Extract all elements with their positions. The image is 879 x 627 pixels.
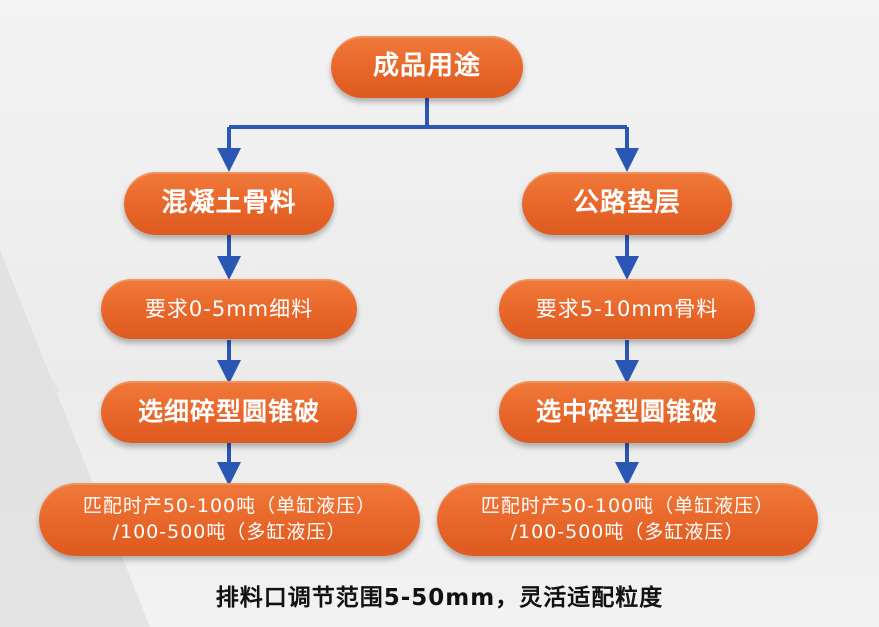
choice-node-concrete: 选细碎型圆锥破: [101, 381, 357, 443]
branch-node-concrete: 混凝土骨料: [124, 172, 334, 235]
root-node: 成品用途: [331, 36, 523, 98]
match-line-1: 匹配时产50-100吨（单缸液压）: [82, 494, 377, 517]
match-line-2: /100-500吨（多缸液压）: [112, 520, 347, 543]
match-line-1: 匹配时产50-100吨（单缸液压）: [480, 494, 775, 517]
choice-label: 选中碎型圆锥破: [535, 397, 718, 427]
branch-label: 公路垫层: [572, 187, 681, 218]
match-node-concrete: 匹配时产50-100吨（单缸液压） /100-500吨（多缸液压）: [39, 483, 420, 556]
footer-caption: 排料口调节范围5-50mm，灵活适配粒度: [215, 585, 664, 611]
root-label: 成品用途: [372, 51, 481, 82]
match-node-roadbase: 匹配时产50-100吨（单缸液压） /100-500吨（多缸液压）: [437, 483, 818, 556]
match-line-2: /100-500吨（多缸液压）: [510, 520, 745, 543]
requirement-label: 要求5-10mm骨料: [535, 296, 719, 321]
requirement-node-concrete: 要求0-5mm细料: [101, 279, 357, 339]
branch-node-roadbase: 公路垫层: [522, 172, 732, 235]
branch-label: 混凝土骨料: [161, 187, 297, 218]
requirement-node-roadbase: 要求5-10mm骨料: [499, 279, 755, 339]
choice-node-roadbase: 选中碎型圆锥破: [499, 381, 755, 443]
choice-label: 选细碎型圆锥破: [137, 397, 320, 427]
requirement-label: 要求0-5mm细料: [144, 296, 314, 321]
